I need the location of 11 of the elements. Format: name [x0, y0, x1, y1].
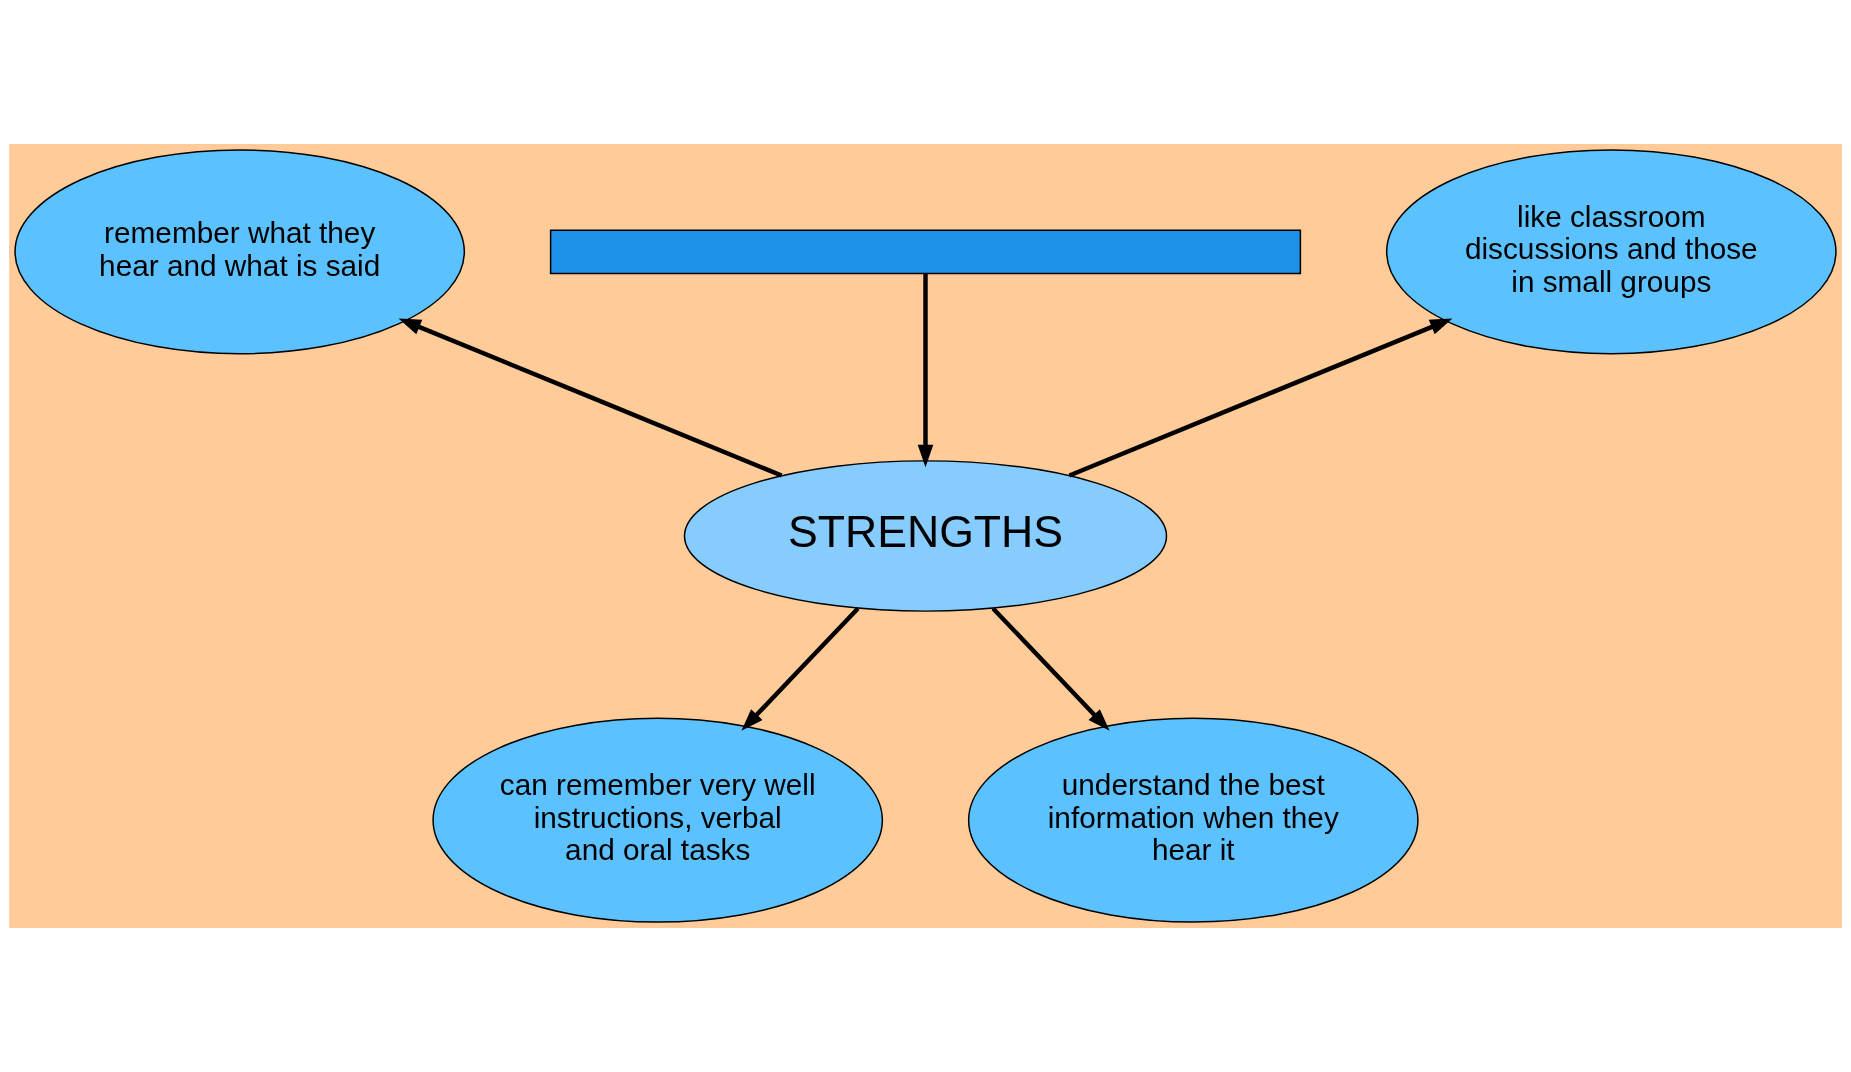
- arrow: [741, 606, 860, 731]
- node-ellipse: remember what they hear and what is said: [14, 149, 466, 355]
- node-ellipse: understand the best information when they hear it: [967, 717, 1419, 923]
- node-ellipse: STRENGTHS: [683, 460, 1168, 612]
- arrow: [917, 273, 934, 468]
- node-box: [549, 229, 1302, 275]
- arrow: [991, 606, 1110, 731]
- arrow: [1068, 318, 1453, 478]
- arrow: [398, 318, 783, 478]
- node-ellipse: like classroom discussions and those in small groups: [1385, 149, 1837, 355]
- node-ellipse: can remember very well instructions, verbal and oral tasks: [432, 717, 884, 923]
